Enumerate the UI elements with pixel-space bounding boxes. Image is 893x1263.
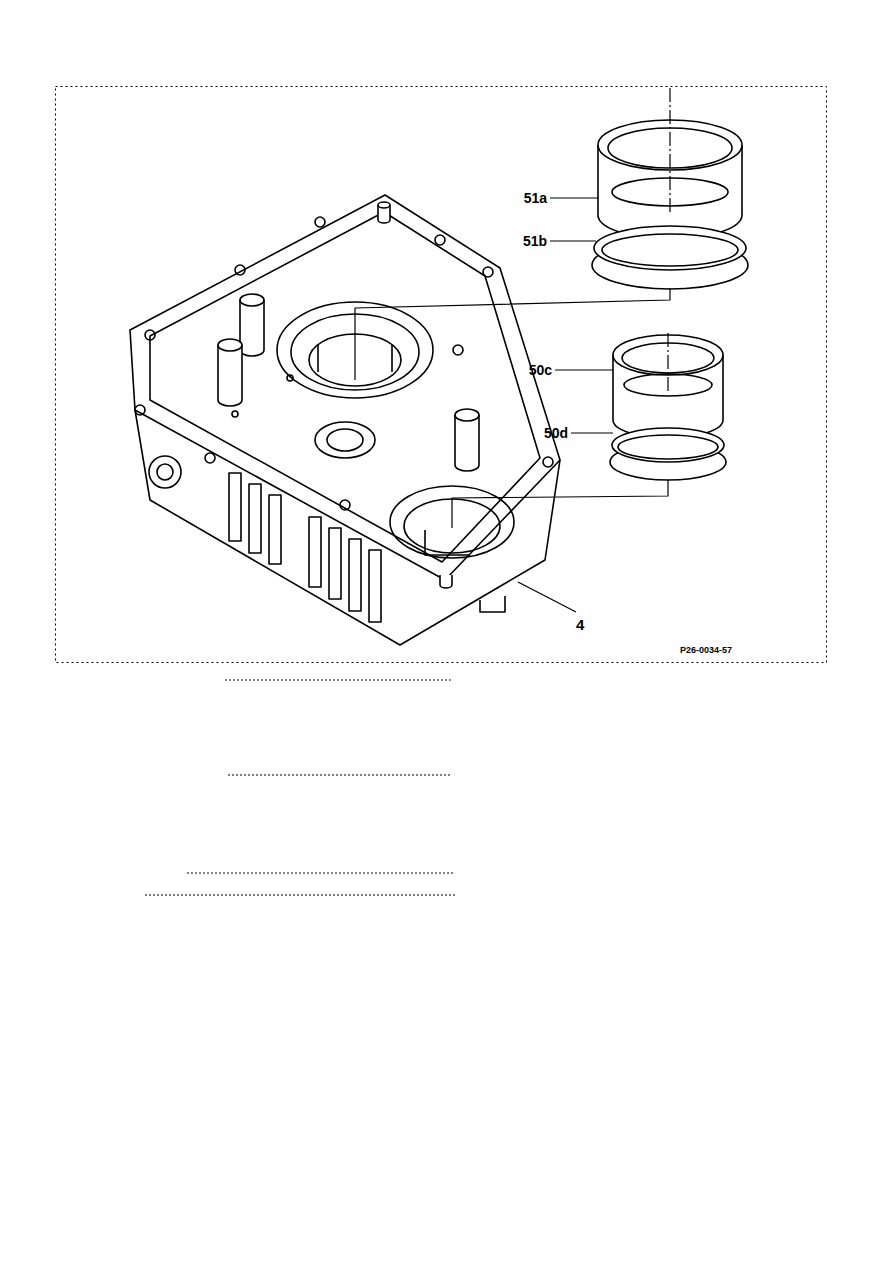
side-boss: [149, 456, 181, 488]
callout-number: 51b: [523, 234, 547, 248]
frame-border: [56, 87, 827, 663]
drawing-code: P26-0034-57: [680, 646, 732, 655]
callout-number: 4: [576, 617, 584, 632]
bearing-ring-51b: [592, 226, 748, 289]
callout-number: 50d: [544, 426, 568, 440]
center-hole: [315, 422, 375, 458]
side-boss-hole: [157, 464, 173, 480]
leader-lines: [518, 198, 613, 612]
flange-inner-edge: [150, 212, 540, 562]
callout-number: 51a: [524, 191, 547, 205]
housing-flange: [130, 195, 560, 580]
bolt-holes: [135, 217, 553, 510]
housing-lug: [480, 596, 505, 612]
form-lines: [145, 680, 455, 895]
callout-number: 50c: [529, 363, 552, 377]
housing-posts: [218, 202, 479, 588]
assembly-lines: [355, 88, 670, 528]
bearing-ring-50d: [610, 428, 726, 480]
